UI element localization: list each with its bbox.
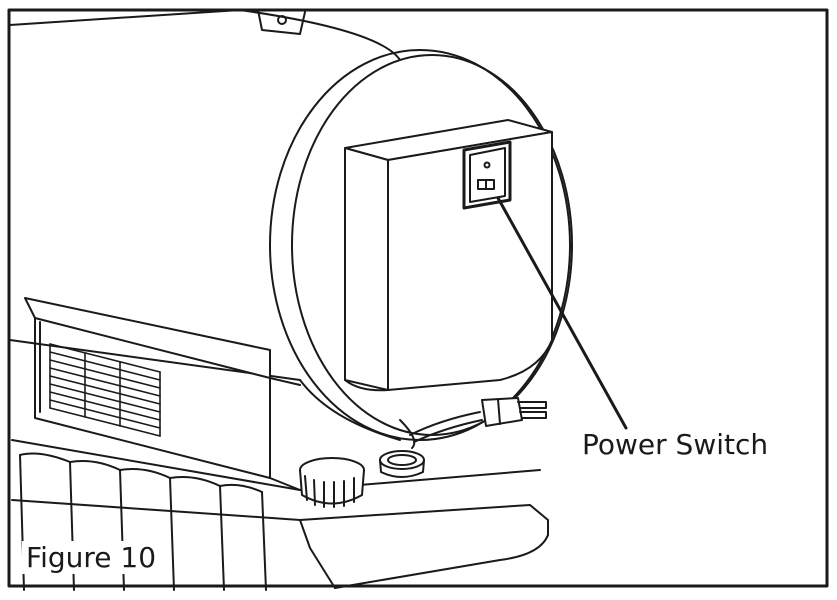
side-vent (24, 297, 271, 479)
power-switch (462, 140, 512, 210)
power-cord (399, 411, 483, 449)
fill-port (379, 450, 425, 478)
control-box (344, 119, 553, 392)
vent-grille (49, 343, 161, 437)
callout-leader (496, 196, 628, 430)
figure-frame (7, 8, 829, 588)
fuel-cap (299, 457, 365, 508)
power-switch-callout-label: Power Switch (582, 428, 769, 461)
figure-caption: Figure 10 (22, 541, 161, 574)
plug (481, 397, 547, 427)
